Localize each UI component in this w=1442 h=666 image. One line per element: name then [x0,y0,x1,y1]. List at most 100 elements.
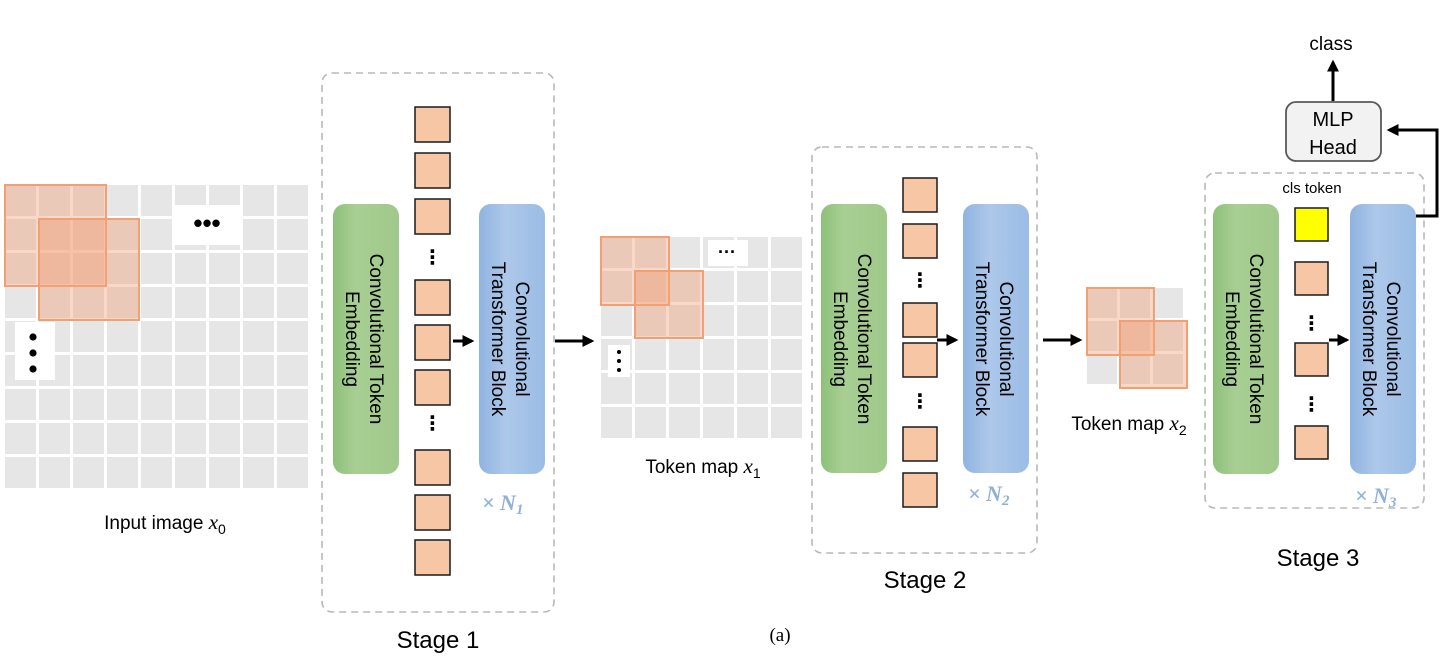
grid-cell [771,407,802,438]
grid-cell [635,407,666,438]
grid-cell [141,457,172,488]
grid-cell [601,305,632,336]
grid-cell [669,339,700,370]
map1-horizontal-dots: ··· [718,242,736,262]
stage3-multiplier: × N3 [1355,483,1397,511]
grid-cell [771,271,802,302]
token [414,106,451,143]
token [414,494,451,531]
stage1-embedding-label: Convolutional TokenEmbedding [341,254,386,425]
token-map1-grid [601,237,802,438]
grid-cell [669,237,700,268]
grid-cell [141,355,172,386]
grid-cell [39,253,70,284]
grid-cell [703,373,734,404]
grid-cell [243,355,274,386]
token [902,177,938,213]
map2-patch-2 [1119,320,1188,389]
stage3-frame [1204,172,1425,509]
grid-cell [601,373,632,404]
grid-cell [107,185,138,216]
grid-cell [141,253,172,284]
grid-cell [5,389,36,420]
grid-cell [209,457,240,488]
grid-cell [243,253,274,284]
arrow-block-to-head [1386,124,1439,218]
stage2-block-label: ConvolutionalTransformer Block [971,262,1016,417]
token [902,302,938,338]
stage1-title: Stage 1 [397,627,480,654]
grid-cell [669,373,700,404]
grid-cell [73,355,104,386]
stage1-multiplier: × N1 [482,490,523,518]
token [414,539,451,576]
grid-cell [73,253,104,284]
token [902,426,938,462]
grid-cell [669,407,700,438]
grid-cell [209,253,240,284]
class-output-label: class [1309,34,1352,55]
grid-cell [141,185,172,216]
stage2-block-box [963,204,1029,473]
grid-cell [635,339,666,370]
grid-cell [635,305,666,336]
stage3-token-column: ⋮⋮ [1294,261,1329,460]
stage1-block-label: ConvolutionalTransformer Block [487,262,532,417]
token [1294,261,1329,296]
grid-cell [5,253,36,284]
grid-cell [141,321,172,352]
grid-cell [209,287,240,318]
token-map2-grid [1087,288,1183,384]
grid-cell [209,389,240,420]
grid-cell [209,321,240,352]
grid-cell [175,253,206,284]
token [414,152,451,189]
stage2-frame [811,146,1038,554]
grid-cell [73,321,104,352]
grid-cell [243,389,274,420]
stage2-embedding-label: Convolutional TokenEmbedding [829,254,874,425]
grid-cell [107,287,138,318]
stage3-block-box [1350,204,1416,474]
input-image-grid [5,185,308,488]
token [902,223,938,259]
token-ellipsis: ⋮ [423,247,443,269]
grid-cell [277,423,308,454]
grid-cell [107,355,138,386]
map1-dots-bg [708,240,748,266]
stage1-frame [321,72,555,613]
token-ellipsis: ⋮ [1302,394,1322,416]
grid-cell [1153,354,1183,384]
grid-cell [39,287,70,318]
grid-cell [107,389,138,420]
grid-cell [737,339,768,370]
grid-cell [5,423,36,454]
grid-cell [73,423,104,454]
mlp-head-box [1285,101,1382,162]
grid-cell [1120,288,1150,318]
grid-cell [277,321,308,352]
grid-cell [73,185,104,216]
stage3-block-label: ConvolutionalTransformer Block [1358,262,1403,417]
grid-cell [5,185,36,216]
token-ellipsis: ⋮ [1302,313,1322,335]
token-ellipsis: ⋮ [910,270,930,292]
input-vertical-dots [29,333,37,373]
grid-cell [1087,321,1117,351]
stage1-embedding-box [333,204,399,474]
input-patch-2 [38,218,140,321]
grid-cell [175,321,206,352]
stage3-title: Stage 3 [1277,545,1360,572]
token-ellipsis: ⋮ [910,391,930,413]
grid-cell [39,457,70,488]
grid-cell [175,287,206,318]
map1-patch-2 [634,270,704,339]
grid-cell [107,219,138,250]
grid-cell [1087,354,1117,384]
input-dots-bg [175,205,240,245]
grid-cell [107,457,138,488]
grid-cell [771,373,802,404]
grid-cell [771,237,802,268]
token [414,369,451,406]
